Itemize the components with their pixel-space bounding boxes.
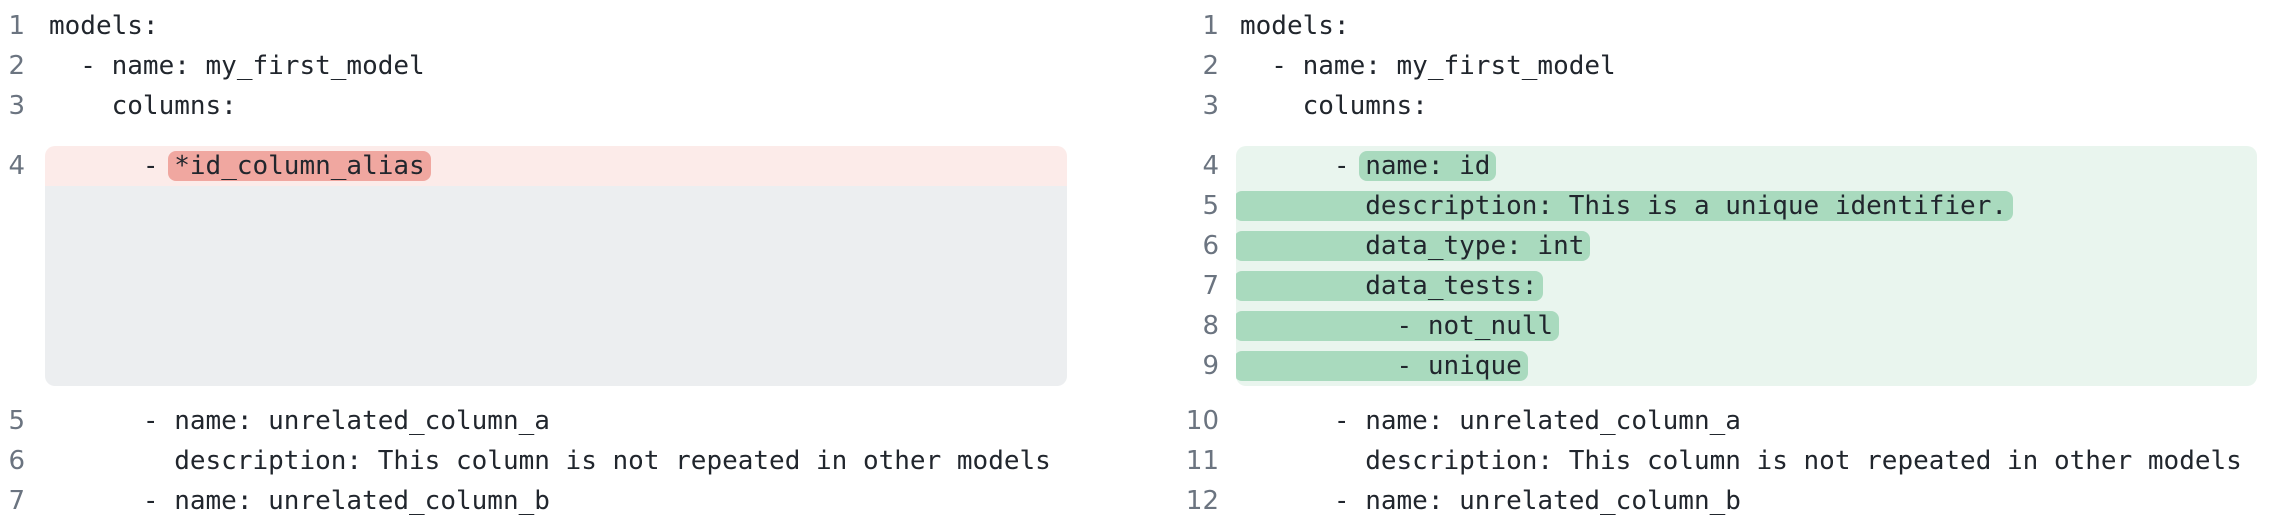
diff-token-added: name: id [1359, 151, 1497, 181]
line-number: 5 [8, 406, 25, 436]
code-text: - name: unrelated_column_b [49, 486, 550, 516]
line-number: 2 [1202, 51, 1219, 81]
line-number: 1 [8, 11, 25, 41]
added-code-line: - name: id [1236, 146, 2257, 186]
added-block: - name: id description: This is a unique… [1236, 146, 2257, 386]
line-number: 8 [1202, 311, 1219, 341]
line-number: 9 [1202, 351, 1219, 381]
code-text: - name: my_first_model [1240, 51, 1616, 81]
diff-token-added: - unique [1236, 351, 1528, 381]
code-text: - name: unrelated_column_a [1240, 406, 1741, 436]
line-number: 2 [8, 51, 25, 81]
code-text: models: [1240, 11, 1350, 41]
line-number: 4 [1202, 151, 1219, 181]
code-line: 12 - name: unrelated_column_b [1183, 481, 2257, 521]
diff-token-added: data_tests: [1236, 271, 1544, 301]
line-number: 4 [8, 151, 25, 181]
code-text: - name: unrelated_column_b [1240, 486, 1741, 516]
diff-token-added: description: This is a unique identifier… [1236, 191, 2014, 221]
added-code-line: - not_null [1236, 306, 2257, 346]
code-line: 6 description: This column is not repeat… [8, 441, 1067, 481]
line-number: 5 [1202, 191, 1219, 221]
code-text: - name: unrelated_column_a [49, 406, 550, 436]
line-number: 12 [1185, 486, 1219, 516]
line-number: 6 [1202, 231, 1219, 261]
code-line: 1 models: [1183, 6, 2257, 46]
line-number: 1 [1202, 11, 1219, 41]
code-text: - [1240, 151, 1366, 181]
line-number: 3 [1202, 91, 1219, 121]
removed-block-section: 4 - *id_column_alias [8, 146, 1067, 386]
diff-pane-right: 1 models: 2 - name: my_first_model 3 col… [1183, 6, 2257, 521]
line-number: 10 [1185, 406, 1219, 436]
line-number: 11 [1185, 446, 1219, 476]
diff-token-removed: *id_column_alias [168, 151, 431, 181]
code-line: 2 - name: my_first_model [1183, 46, 2257, 86]
code-line: 7 - name: unrelated_column_b [8, 481, 1067, 521]
code-line: 10 - name: unrelated_column_a [1183, 401, 2257, 441]
added-code-line: data_tests: [1236, 266, 2257, 306]
collapsed-lines-filler [45, 186, 1067, 386]
code-line: 11 description: This column is not repea… [1183, 441, 2257, 481]
code-text: - [49, 151, 175, 181]
code-text: - name: my_first_model [49, 51, 425, 81]
added-code-line: data_type: int [1236, 226, 2257, 266]
code-line: 3 columns: [1183, 86, 2257, 126]
code-line: 1 models: [8, 6, 1067, 46]
added-block-section: 4 5 6 7 8 9 - name: id description: This… [1183, 146, 2257, 386]
code-line: 5 - name: unrelated_column_a [8, 401, 1067, 441]
line-number: 7 [1202, 271, 1219, 301]
code-text: models: [49, 11, 159, 41]
added-code-line: - unique [1236, 346, 2257, 386]
removed-block-gutter: 4 [8, 146, 45, 386]
code-line: 2 - name: my_first_model [8, 46, 1067, 86]
diff-token-added: data_type: int [1236, 231, 1591, 261]
code-line: 3 columns: [8, 86, 1067, 126]
code-text: columns: [1240, 91, 1428, 121]
line-number: 7 [8, 486, 25, 516]
added-block-gutter: 4 5 6 7 8 9 [1183, 146, 1236, 386]
diff-pane-left: 1 models: 2 - name: my_first_model 3 col… [8, 6, 1067, 521]
code-text: columns: [49, 91, 237, 121]
line-number: 3 [8, 91, 25, 121]
removed-code-line: - *id_column_alias [45, 146, 1067, 186]
code-text: description: This column is not repeated… [49, 446, 1051, 476]
code-text: description: This column is not repeated… [1240, 446, 2242, 476]
diff-token-added: - not_null [1236, 311, 1560, 341]
line-number: 6 [8, 446, 25, 476]
removed-block: - *id_column_alias [45, 146, 1067, 386]
added-code-line: description: This is a unique identifier… [1236, 186, 2257, 226]
